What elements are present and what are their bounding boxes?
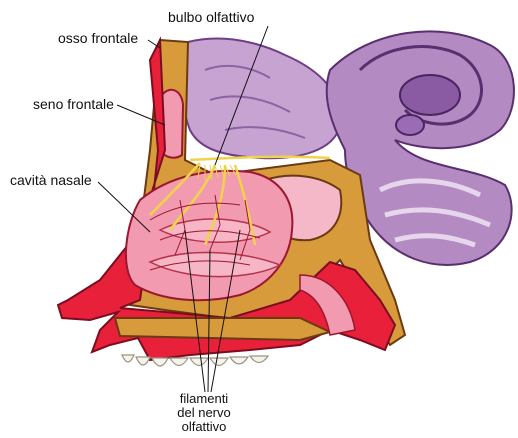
- label-bulbo-olfattivo: bulbo olfattivo: [168, 9, 254, 25]
- label-osso-frontale: osso frontale: [58, 30, 138, 46]
- label-filamenti-nervo-olfattivo: filamenti del nervo olfattivo: [164, 392, 244, 434]
- label-filamenti-line-1: filamenti: [164, 392, 244, 406]
- label-filamenti-line-2: del nervo: [164, 406, 244, 420]
- upper-teeth: [122, 355, 268, 366]
- label-filamenti-line-3: olfattivo: [164, 420, 244, 434]
- brain-frontal-lobe: [182, 38, 340, 158]
- label-cavita-nasale: cavità nasale: [10, 172, 92, 188]
- label-seno-frontale: seno frontale: [33, 96, 114, 112]
